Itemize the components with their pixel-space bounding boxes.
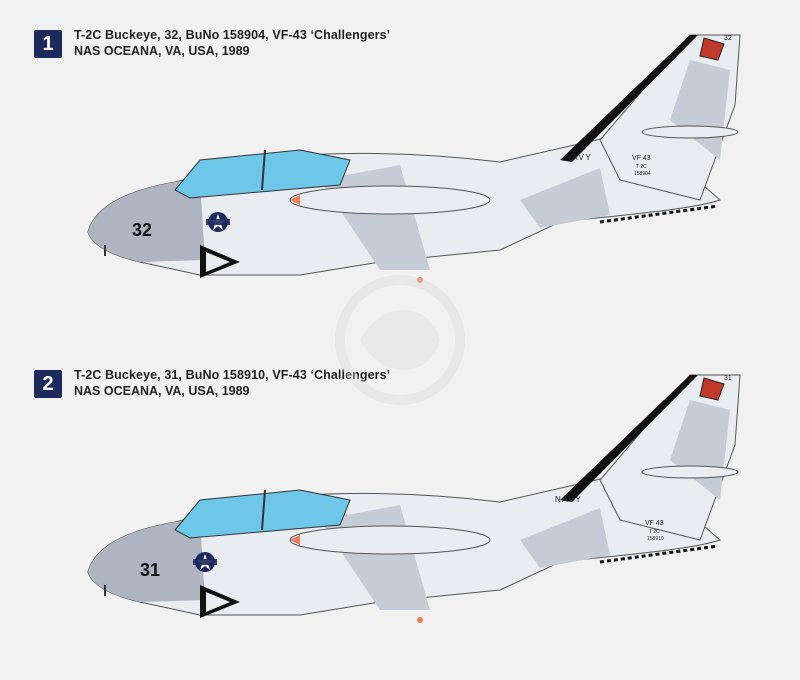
aircraft-profile-illustration: 32 32 NAVY VF 43 T 2C 158904 <box>87 34 741 283</box>
squadron-insignia <box>699 37 725 61</box>
antenna-light <box>417 277 423 283</box>
insignia-bar <box>206 219 230 225</box>
tail-code: 32 <box>724 35 732 42</box>
profile-caption: T-2C Buckeye, 31, BuNo 158910, VF-43 ‘Ch… <box>74 368 390 398</box>
aircraft-title: T-2C Buckeye, 32, BuNo 158904, VF-43 ‘Ch… <box>74 28 391 42</box>
insignia-bar <box>193 559 217 565</box>
profile-caption: T-2C Buckeye, 32, BuNo 158904, VF-43 ‘Ch… <box>74 28 390 58</box>
horizontal-stabilizer <box>641 125 739 139</box>
type-marking: T 2C <box>636 164 647 170</box>
navy-marking: NAVY <box>565 153 592 162</box>
squadron-marking: VF 43 <box>645 520 664 527</box>
tail-code: 31 <box>724 375 732 382</box>
squadron-insignia <box>699 377 725 401</box>
type-marking: T 2C <box>649 529 660 535</box>
tip-tank <box>289 525 491 555</box>
aircraft-location: NAS OCEANA, VA, USA, 1989 <box>74 44 250 58</box>
modex-number: 31 <box>140 560 160 580</box>
aircraft-location: NAS OCEANA, VA, USA, 1989 <box>74 384 250 398</box>
squadron-marking: VF 43 <box>632 155 651 162</box>
modex-number: 32 <box>132 220 152 240</box>
antenna-light <box>417 617 423 623</box>
buno-marking: 158904 <box>634 171 651 177</box>
tip-tank-nose <box>290 195 300 205</box>
nose-panel <box>88 180 205 262</box>
canopy-frame <box>261 149 266 191</box>
buno-marking: 158910 <box>647 536 664 542</box>
profile-2: 2 T-2C Buckeye, 31, BuNo 158910, VF-43 ‘… <box>0 340 800 680</box>
camo-blotch <box>520 168 610 228</box>
arrestor-hook <box>599 544 719 564</box>
navy-marking: NAVY <box>555 495 582 504</box>
profile-1: 1 T-2C Buckeye, 32, BuNo 158904, VF-43 ‘… <box>34 28 741 283</box>
nose-panel <box>88 520 205 602</box>
arrestor-hook <box>599 204 719 224</box>
tail-leading-edge <box>560 35 698 162</box>
tip-tank-nose <box>290 535 300 545</box>
profile-number-badge: 1 <box>34 30 62 58</box>
tip-tank <box>289 185 491 215</box>
tail-leading-edge <box>560 375 698 502</box>
aircraft-title: T-2C Buckeye, 31, BuNo 158910, VF-43 ‘Ch… <box>74 368 391 382</box>
dragon-watermark <box>335 275 465 405</box>
horizontal-stabilizer <box>641 465 739 479</box>
canopy-frame <box>261 489 266 531</box>
aircraft-profile-illustration: 31 31 NAVY VF 43 T 2C 158910 <box>87 374 741 623</box>
profile-number-badge: 2 <box>34 370 62 398</box>
camo-blotch <box>520 508 610 568</box>
